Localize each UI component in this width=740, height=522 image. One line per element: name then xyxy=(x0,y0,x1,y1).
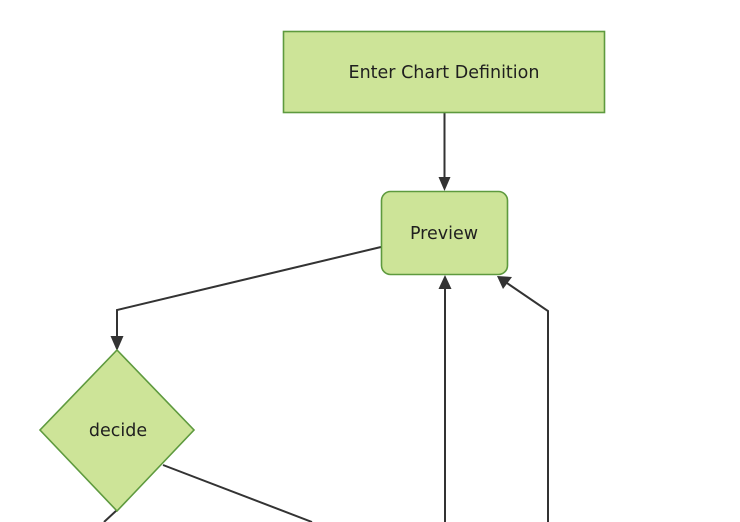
edge-preview-to-decide-arrowhead xyxy=(110,336,124,351)
node-preview[interactable]: Preview xyxy=(380,190,509,276)
edge-offscreen-to-preview-center-arrowhead xyxy=(438,275,452,289)
edge-offscreen-to-preview-right xyxy=(497,276,549,522)
node-enter-chart-definition[interactable]: Enter Chart Definition xyxy=(282,30,606,114)
node-decide[interactable]: decide xyxy=(38,348,196,513)
edge-decide-down-right-line xyxy=(162,464,313,522)
node-decide-shape[interactable] xyxy=(38,348,196,513)
edge-decide-down-right xyxy=(162,464,313,522)
node-enter-chart-definition-shape[interactable] xyxy=(282,30,606,114)
edge-enter-to-preview xyxy=(438,113,451,191)
edge-decide-down-left xyxy=(103,509,118,522)
node-preview-shape[interactable] xyxy=(380,190,509,276)
edge-preview-to-decide-line xyxy=(116,246,382,342)
edge-offscreen-to-preview-center xyxy=(438,275,452,522)
edge-decide-down-left-line xyxy=(103,509,118,522)
edge-enter-to-preview-arrowhead xyxy=(438,177,451,191)
edge-offscreen-to-preview-right-line xyxy=(503,280,549,522)
edge-preview-to-decide xyxy=(110,246,382,351)
edge-offscreen-to-preview-right-arrowhead xyxy=(497,276,512,289)
